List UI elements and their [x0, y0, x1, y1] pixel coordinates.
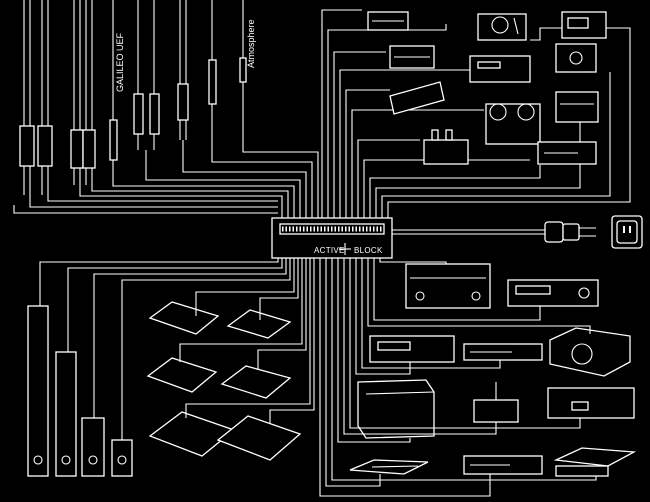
speaker-group — [27, 305, 133, 477]
source-devices — [367, 11, 607, 165]
turntable-device — [477, 13, 527, 41]
power-amp-device-large — [405, 263, 491, 309]
platform-pads — [146, 258, 315, 461]
equalizer-device — [389, 45, 435, 69]
power-plug-icon — [544, 221, 596, 243]
atmosphere-cable: Atmosphere — [239, 0, 256, 83]
av-receiver-device — [507, 279, 599, 307]
dac-device — [547, 387, 635, 419]
surround-speaker — [111, 439, 133, 477]
tuner-device — [537, 141, 597, 165]
galileo-uef-cable: GALILEO UEF — [109, 0, 125, 161]
receiver-device-top — [561, 11, 607, 39]
platform-pad-2 — [226, 309, 292, 339]
speaker-cable-pair-1 — [19, 0, 53, 195]
platform-pad-4 — [220, 365, 292, 399]
integrated-amp-device-top — [555, 91, 599, 123]
interconnect-pair-2 — [177, 0, 217, 140]
mini-pc-device — [553, 447, 637, 477]
power-outlet-icon — [611, 215, 643, 249]
interconnect-pair-1 — [133, 0, 160, 150]
projector-device — [549, 327, 631, 377]
speaker-cable-pair-2 — [70, 0, 96, 185]
tube-amp-device — [423, 129, 469, 165]
center-speaker — [81, 417, 105, 477]
tower-speaker-2 — [55, 351, 77, 477]
preamp-device — [367, 11, 409, 31]
subwoofer-amp-device — [357, 379, 435, 439]
dvd-player-device — [369, 335, 455, 363]
reel-to-reel-device — [485, 103, 541, 145]
platform-pad-6 — [216, 415, 302, 461]
hub-label-active: ACTIVE — [314, 246, 345, 255]
plus-lightning-icon — [339, 243, 351, 255]
streamer-device — [473, 382, 519, 423]
top-left-wiring — [13, 82, 319, 220]
cable-bundle-group: GALILEO UEF Atmosphere — [19, 0, 256, 195]
active-block-hub: ACTIVE BLOCK — [271, 217, 393, 259]
platform-pad-3 — [146, 357, 218, 393]
platform-pad-1 — [148, 301, 220, 335]
crossover-device — [389, 81, 445, 115]
power-cable — [392, 215, 643, 249]
atmosphere-label: Atmosphere — [246, 19, 256, 68]
cd-player-device — [469, 55, 531, 83]
hub-label-block: BLOCK — [354, 246, 383, 255]
power-amp-device-top — [555, 43, 597, 73]
galileo-uef-label: GALILEO UEF — [115, 32, 125, 92]
platform-pad-5 — [148, 411, 236, 457]
tower-speaker-1 — [27, 305, 49, 477]
blu-ray-device — [463, 343, 543, 361]
network-streamer-device — [463, 455, 543, 475]
speaker-wiring — [39, 258, 291, 440]
media-player-device — [349, 459, 429, 475]
output-devices — [319, 258, 637, 497]
